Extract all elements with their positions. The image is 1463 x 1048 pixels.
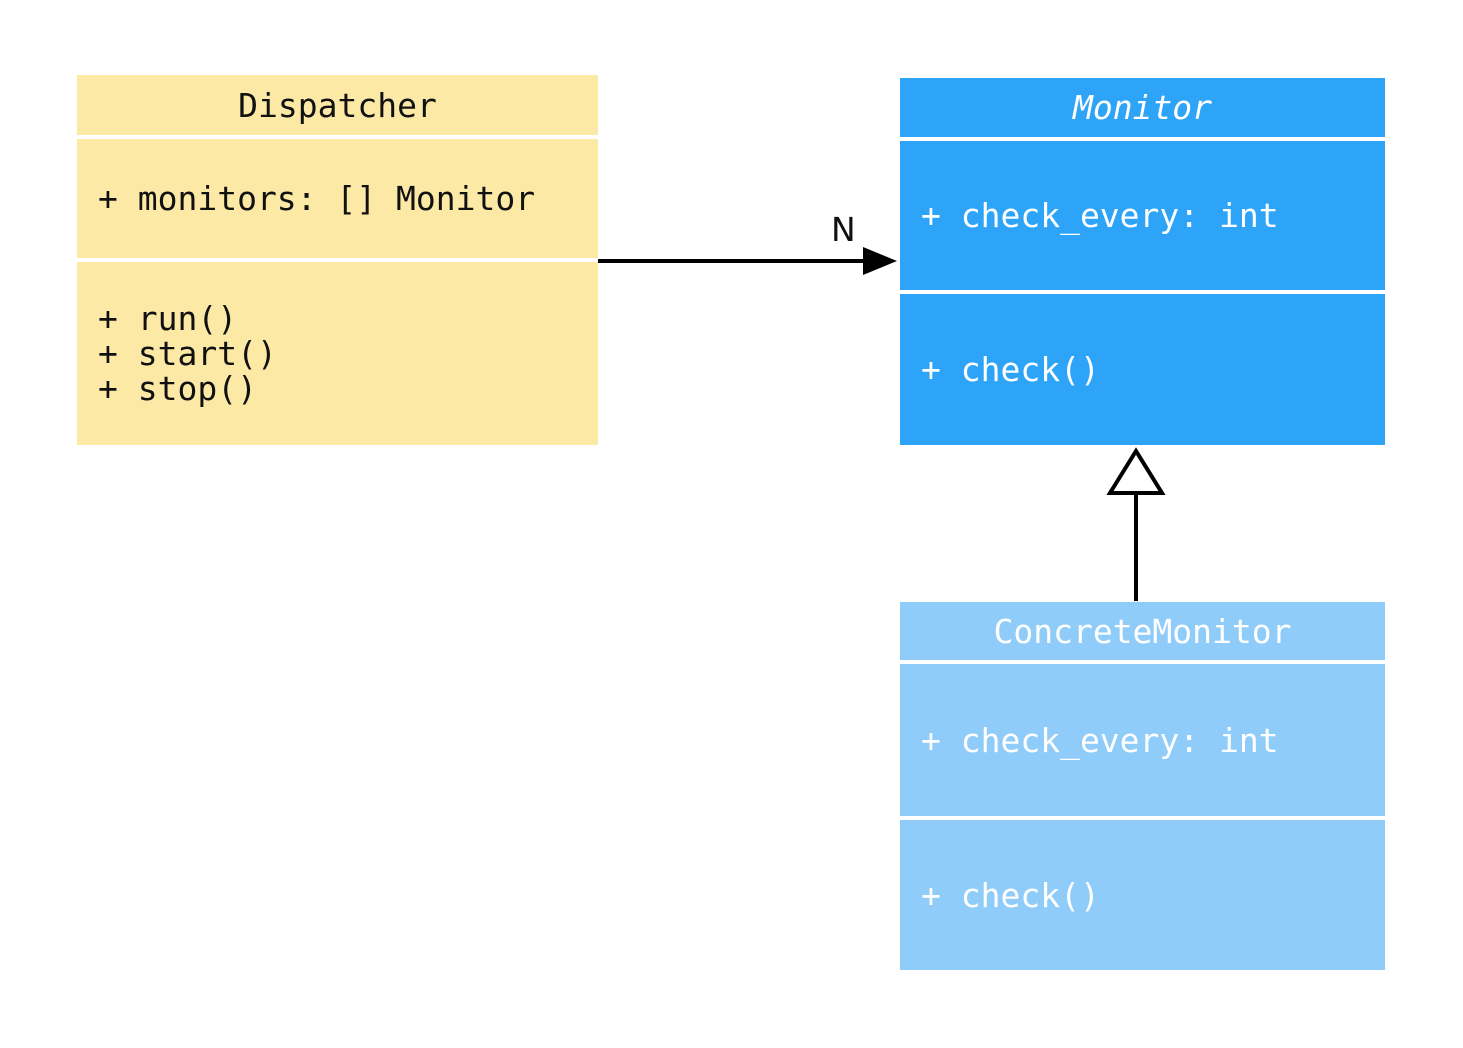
class-title-dispatcher: Dispatcher: [77, 75, 598, 135]
class-attribute: + monitors: [] Monitor: [98, 179, 536, 218]
class-attributes-compartment: + check_every: int: [900, 141, 1385, 290]
inheritance-arrow: [1106, 447, 1166, 601]
class-title-concretemonitor: ConcreteMonitor: [900, 602, 1385, 660]
association-arrowhead-icon: [863, 247, 897, 275]
class-attribute: + check_every: int: [921, 196, 1279, 235]
class-attributes-compartment: + monitors: [] Monitor: [77, 139, 598, 258]
class-method: + stop(): [98, 369, 257, 408]
class-methods-compartment: + run() + start() + stop(): [77, 262, 598, 445]
class-box-dispatcher: Dispatcher + monitors: [] Monitor + run(…: [77, 75, 598, 445]
class-box-concretemonitor: ConcreteMonitor + check_every: int + che…: [900, 602, 1385, 970]
class-title-monitor: Monitor: [900, 78, 1385, 137]
class-method: + check(): [921, 350, 1100, 389]
class-box-monitor: Monitor + check_every: int + check(): [900, 78, 1385, 445]
inheritance-arrowhead-icon: [1106, 447, 1166, 495]
association-arrow: [598, 247, 897, 275]
class-method: + run(): [98, 299, 238, 338]
class-method: + check(): [921, 875, 1100, 915]
class-method: + start(): [98, 334, 277, 373]
class-methods-compartment: + check(): [900, 294, 1385, 445]
class-attribute: + check_every: int: [921, 720, 1279, 760]
class-attributes-compartment: + check_every: int: [900, 664, 1385, 816]
class-methods-compartment: + check(): [900, 820, 1385, 970]
association-multiplicity-label: N: [831, 210, 856, 249]
